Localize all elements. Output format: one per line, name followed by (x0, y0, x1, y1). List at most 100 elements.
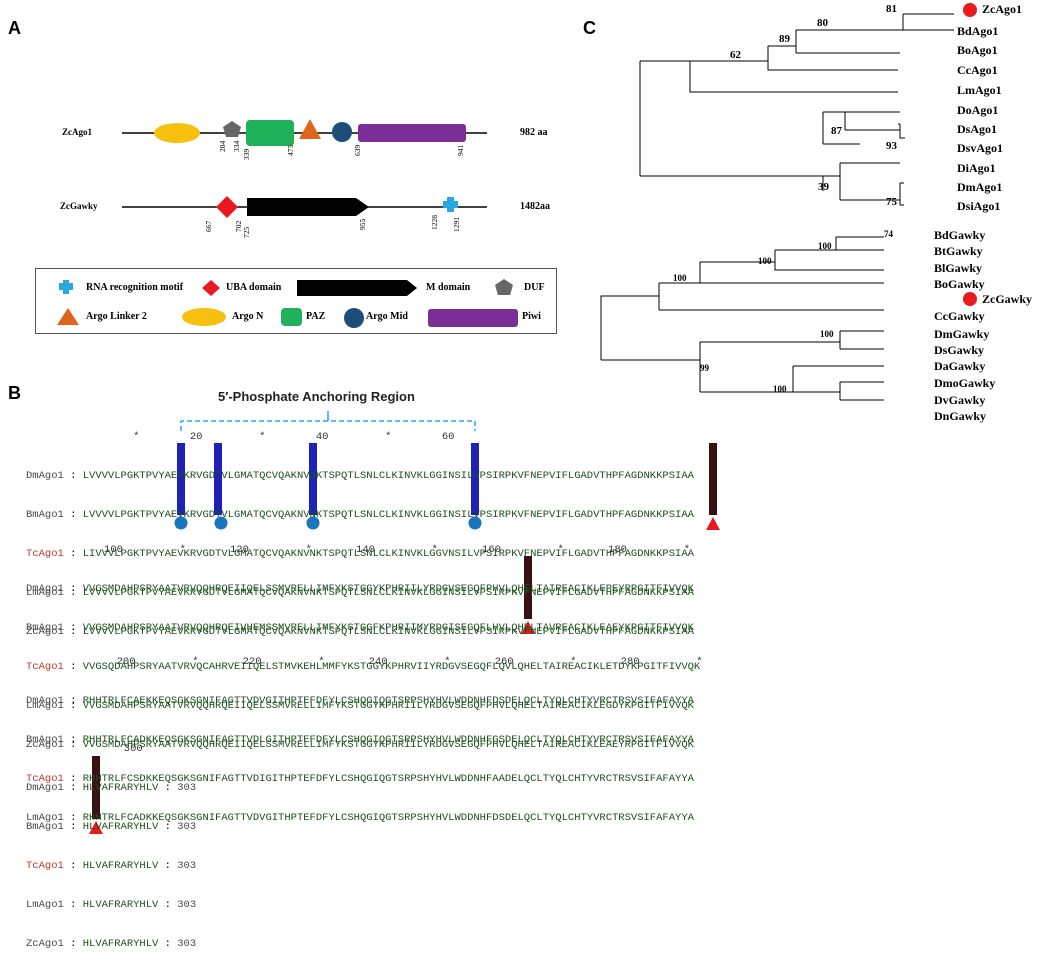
legend-label-rrm: RNA recognition motif (86, 282, 184, 293)
bootstrap-value: 74 (884, 229, 893, 239)
alignment-row: TcAgo1 : HLVAFRARYHLV : 303 (26, 860, 197, 872)
alignment-ruler: 300 (86, 743, 143, 755)
tree-leaf: BoGawky (934, 277, 985, 291)
alignment-markers (89, 516, 720, 834)
tree-leaf: DmAgo1 (957, 180, 1003, 194)
argo-mid-circle-icon (344, 308, 364, 328)
active-site-highlight (524, 556, 532, 619)
tree-leaf: BdAgo1 (957, 24, 999, 38)
bootstrap-value: 89 (779, 33, 790, 45)
anchor-highlight (309, 443, 317, 515)
piwi-bar-icon (428, 309, 518, 327)
bootstrap-value: 80 (817, 17, 828, 29)
alignment-ruler: * 20 * 40 * 60 (26, 431, 455, 443)
bootstrap-value: 100 (818, 241, 832, 251)
alignment-row: TcAgo1 : RHHTRLFCSDKKEQSGKSGNIFAGTTVDIGI… (26, 773, 694, 785)
tree-leaf: ZcAgo1 (982, 2, 1022, 16)
alignment-row: LmAgo1 : RHHTRLFCADKKEQSGKSGNIFAGTTVDVGI… (26, 812, 694, 824)
alignment-row: TcAgo1 : LIVVVLPGKTPVYAEVKRVGDTVLGMATQCV… (26, 548, 694, 560)
tree-leaf: ZcGawky (982, 292, 1033, 306)
alignment-row: DmAgo1 : RHHTRLFCAEKKEQSGKSGNIFAGTTVDVGI… (26, 695, 694, 707)
legend-label-m-domain: M domain (426, 282, 471, 293)
protein-length-zcgawky: 1482aa (520, 201, 550, 212)
argo-n-domain (154, 123, 200, 143)
alignment-row: LmAgo1 : LVVVVLPGKTPVYAEVKRVGDTVLGMATQCV… (26, 587, 694, 599)
anchor-marker-icon (306, 516, 320, 530)
region-bracket (180, 411, 476, 431)
alignment-row: TcAgo1 : VVGSQDAHPSRYAATVRVQCAHRVEIIQELS… (26, 661, 701, 673)
tree-leaf: DoAgo1 (957, 103, 999, 117)
paz-icon (281, 308, 302, 326)
bootstrap-value: 100 (758, 256, 772, 266)
tree-leaf: DsGawky (934, 343, 985, 357)
alignment-row: ZcAgo1 : VVGSMDAHPSRYAATVRVQQHRQEIIQELSS… (26, 739, 694, 751)
tree-leaf: DsvAgo1 (957, 141, 1004, 155)
argo-linker-domain (299, 119, 321, 139)
tree-leaf: DnGawky (934, 409, 987, 423)
panel-label-a: A (8, 18, 21, 38)
tree-leaf: DiAgo1 (957, 161, 996, 175)
tree-leaf: BdGawky (934, 228, 986, 242)
bootstrap-value: 39 (818, 181, 829, 193)
tree-leaf: BlGawky (934, 261, 983, 275)
protein-name-zcago1: ZcAgo1 (62, 127, 92, 137)
legend-label-argo-linker: Argo Linker 2 (86, 311, 147, 322)
tree-leaf: DsiAgo1 (957, 199, 1001, 213)
tree-leaf: LmAgo1 (957, 83, 1002, 97)
alignment-row: ZcAgo1 : LVVVVLPGKTPVYAEVKRVGDTVLGMATQCV… (26, 626, 694, 638)
anchor-marker-icon (214, 516, 228, 530)
alignment-row: LmAgo1 : HLVAFRARYHLV : 303 (26, 899, 197, 911)
tree-leaf: BoAgo1 (957, 43, 998, 57)
uba-domain (216, 196, 238, 218)
alignment-row: LmAgo1 : VVGSMDAHPSRYAATVRVQQHRQEIIQELSS… (26, 700, 694, 712)
bootstrap-value: 93 (886, 140, 897, 152)
tree-leaf: CcGawky (934, 309, 985, 323)
catalytic-marker-icon (521, 621, 535, 634)
alignment-row: DmAgo1 : HLVAFRARYHLV : 303 (26, 782, 197, 794)
protein-length-zcago1: 982 aa (520, 127, 548, 138)
alignment-block-3: DmAgo1 : RHHTRLFCAEKKEQSGKSGNIFAGTTVDVGI… (26, 669, 694, 838)
anchor-highlight (214, 443, 222, 515)
alignment-block-4: DmAgo1 : HLVAFRARYHLV : 303 BmAgo1 : HLV… (26, 756, 196, 964)
domain-legend (35, 268, 557, 334)
alignment-row: BmAgo1 : LVVVVLPGKTPVYAEVKRVGDTVLGMATQCV… (26, 509, 694, 521)
bootstrap-value: 100 (773, 384, 787, 394)
alignment-row: DmAgo1 : LVVVVLPGKTPVYAEVKRVGDTVLGMATQCV… (26, 470, 694, 482)
tree-leaf: DaGawky (934, 359, 986, 373)
catalytic-marker-icon (89, 821, 103, 834)
argo-mid-domain (332, 122, 352, 142)
catalytic-marker-icon (706, 517, 720, 530)
protein-name-zcgawky: ZcGawky (60, 201, 98, 211)
argo-linker-triangle-icon (57, 308, 79, 325)
rrm-domain (443, 197, 458, 212)
active-site-highlight (709, 443, 717, 515)
ago-phylogenetic-tree (600, 13, 954, 401)
highlight-markers (963, 3, 977, 306)
paz-domain (246, 120, 294, 146)
m-domain (247, 198, 369, 216)
alignment-ruler: 200 * 220 * 240 * 260 * 280 * (104, 656, 703, 668)
legend-label-duf: DUF (524, 282, 545, 293)
alignment-row: BmAgo1 : HLVAFRARYHLV : 303 (26, 821, 197, 833)
alignment-row: BmAgo1 : RHHTRLFCADKKEQSGKSGNIFAGTTVDLGI… (26, 734, 694, 746)
bootstrap-value: 100 (673, 273, 687, 283)
anchor-highlight (471, 443, 479, 515)
piwi-domain (358, 124, 466, 142)
bootstrap-value: 75 (886, 196, 897, 208)
alignment-block-2: DmAgo1 : VVGSMDAHPSRYAATVRVQQHRQEIIQELSS… (26, 557, 700, 765)
bootstrap-value: 99 (700, 363, 709, 373)
legend-label-paz: PAZ (306, 311, 326, 322)
anchor-highlight (177, 443, 185, 515)
tree-leaf: CcAgo1 (957, 63, 998, 77)
duf-pentagon-icon (495, 279, 513, 295)
tree-leaf: DmoGawky (934, 376, 996, 390)
alignment-row: BmAgo1 : VVGSMDAHPSRYAATVRVQQHRQEIVHEMSS… (26, 622, 694, 634)
alignment-ruler: 100 * 120 * 140 * 160 * 180 * (104, 544, 690, 556)
anchor-marker-icon (174, 516, 188, 530)
bootstrap-value: 100 (820, 329, 834, 339)
highlight-dot-icon (963, 292, 977, 306)
uba-diamond-icon (202, 280, 220, 296)
m-domain-arrow-icon (297, 280, 417, 296)
duf-domain (223, 121, 241, 137)
bootstrap-value: 62 (730, 49, 741, 61)
